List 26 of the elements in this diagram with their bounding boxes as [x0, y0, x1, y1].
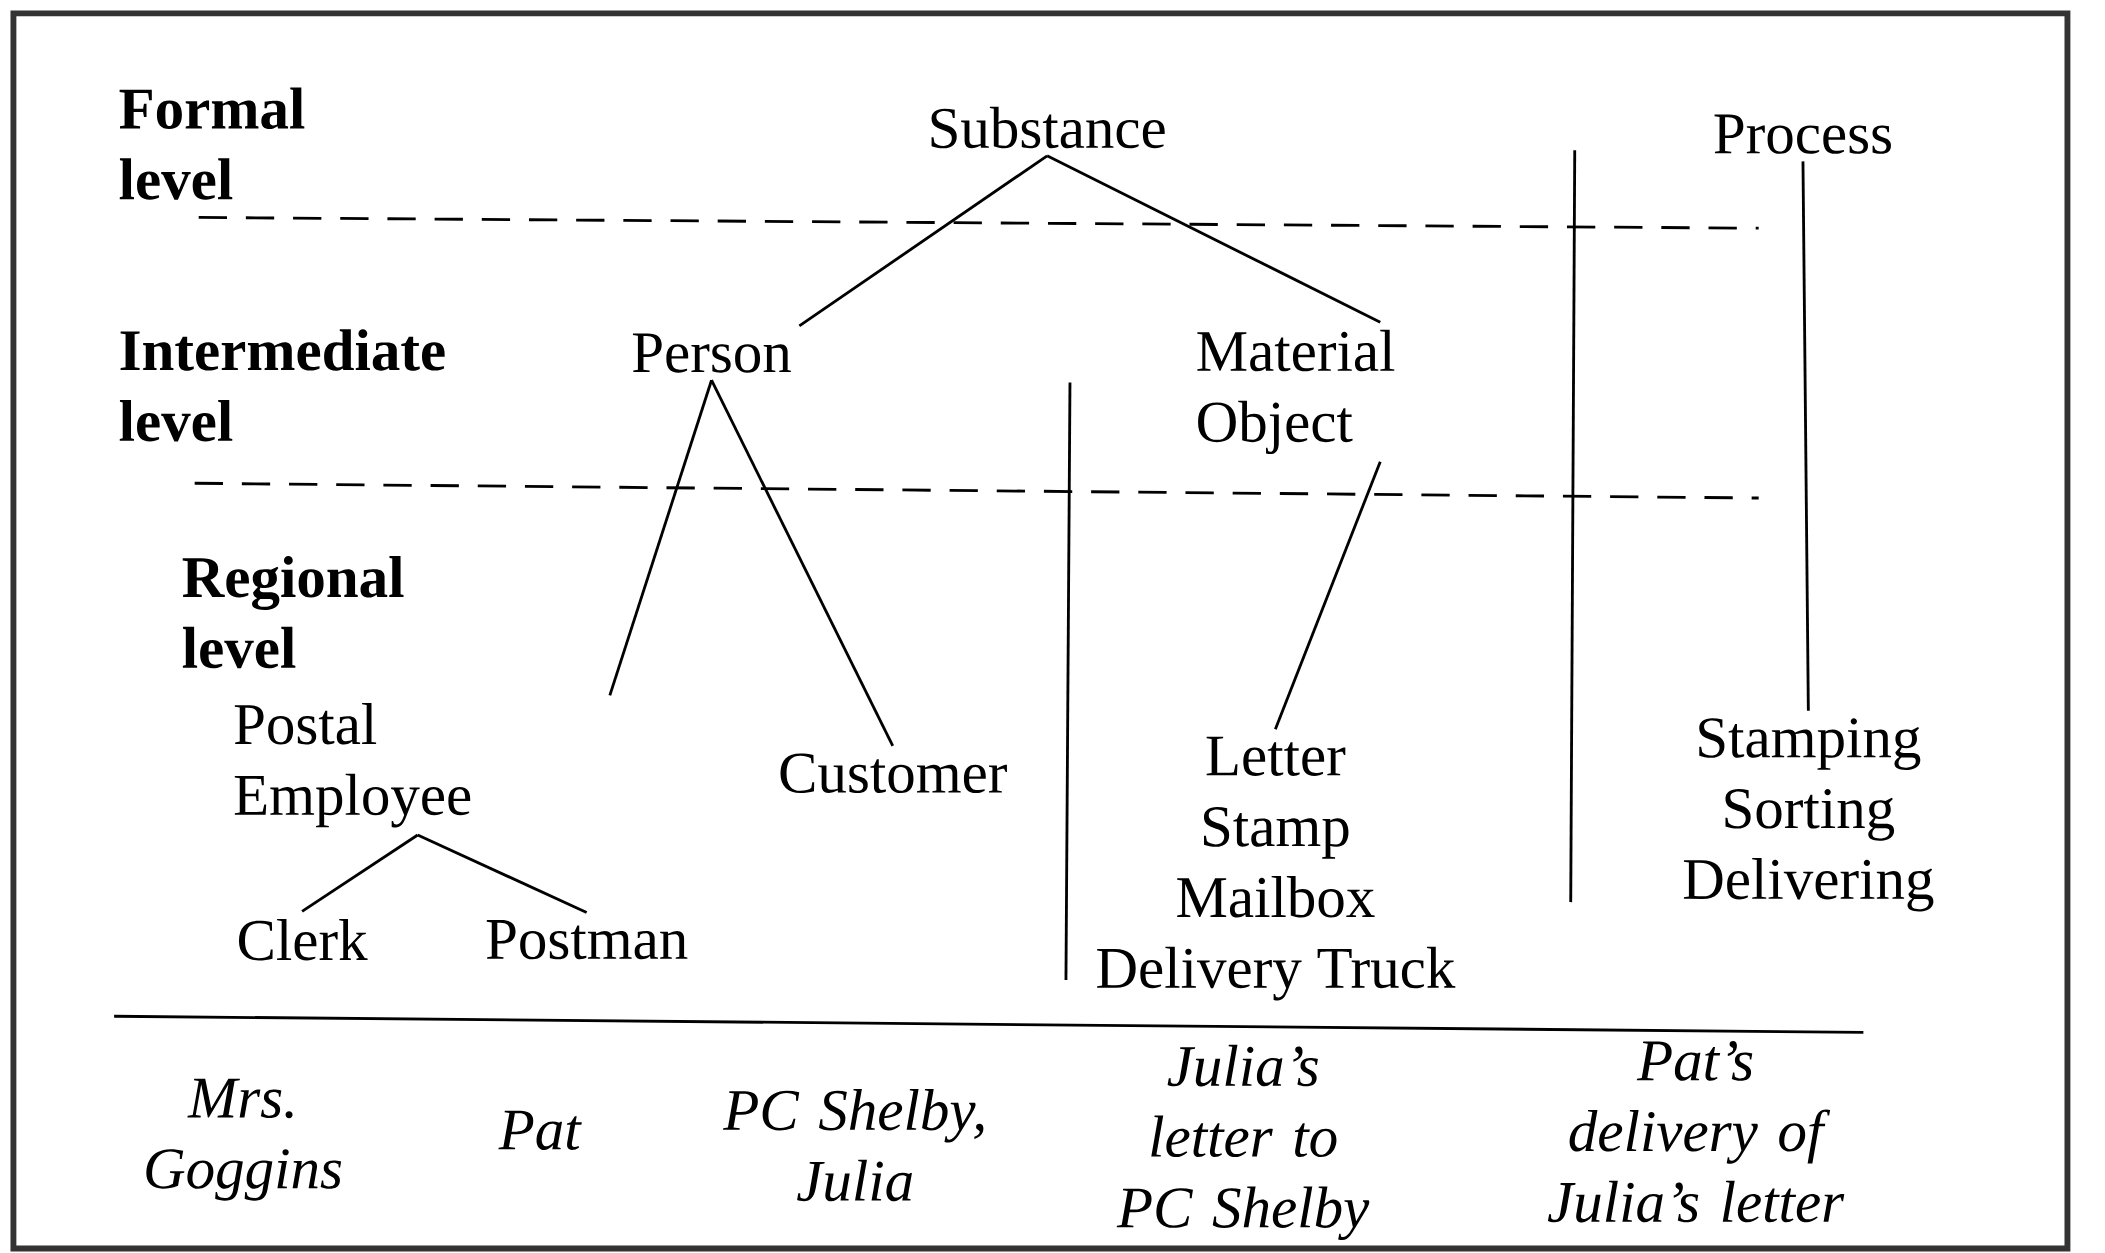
concept-label: Person: [632, 333, 791, 373]
connector-line: [1274, 461, 1382, 730]
connector-line: [608, 380, 713, 697]
concept-label: Process: [1714, 114, 1891, 155]
level-heading: Regional level: [182, 556, 404, 669]
concept-label: Stamping Sorting Delivering: [1683, 718, 1934, 912]
concept-label: Customer: [780, 753, 1007, 794]
concept-label: Material Object: [1197, 330, 1395, 455]
connector-line: [417, 833, 588, 915]
connector-line: [710, 379, 895, 747]
connector-line: [1801, 161, 1810, 711]
concept-label: Clerk: [238, 919, 368, 961]
connector-line: [798, 154, 1048, 328]
instance-label: Mrs. Goggins: [146, 1079, 342, 1201]
concept-label: Substance: [931, 107, 1165, 149]
instance-label: Pat’s delivery of Julia’s letter: [1547, 1041, 1845, 1223]
instance-label: Pat: [498, 1110, 582, 1151]
concept-label: Postman: [486, 920, 688, 960]
instance-label: Julia’s letter to PC Shelby: [1116, 1045, 1370, 1241]
level-heading: Formal level: [119, 87, 305, 200]
connector-line: [301, 834, 419, 913]
connector-line: [1046, 154, 1381, 324]
concept-label: Letter Stamp Mailbox Delivery Truck: [1097, 736, 1456, 1001]
concept-label: Postal Employee: [234, 703, 471, 828]
level-heading: Intermediate level: [119, 329, 445, 442]
instance-label: PC Shelby, Julia: [723, 1089, 984, 1202]
